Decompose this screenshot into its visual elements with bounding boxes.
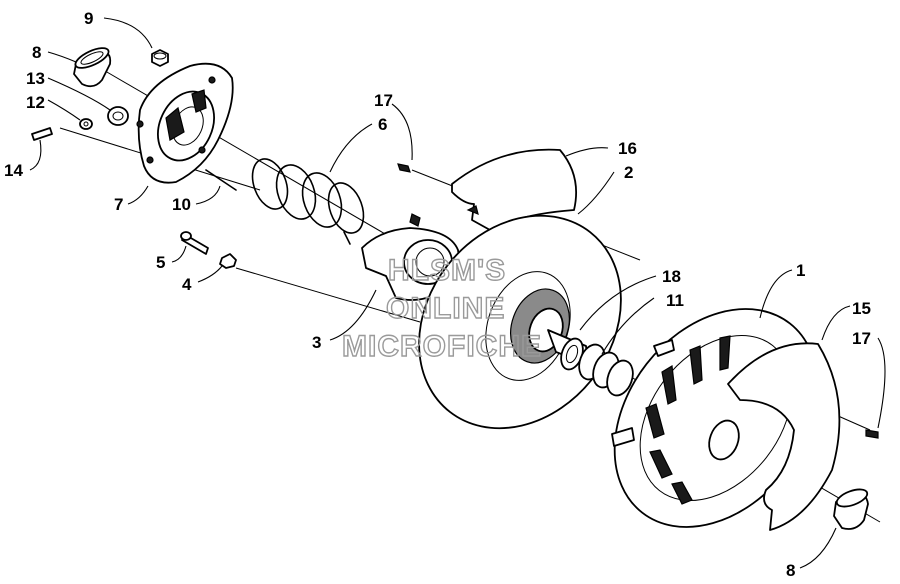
spring-part-6	[251, 158, 365, 245]
callout-17-right: 17	[852, 329, 871, 348]
callout-labels: 9 8 13 12 14 7 10 17 6 16 2 5 4 3 18 11 …	[4, 9, 871, 580]
callout-14: 14	[4, 161, 23, 180]
callout-15: 15	[852, 299, 871, 318]
screw-part-17-right	[865, 429, 879, 439]
callout-11: 11	[666, 291, 684, 310]
rod-part-10	[205, 169, 237, 191]
callout-17-top: 17	[374, 91, 393, 110]
cover-part-16	[451, 148, 577, 231]
callout-6: 6	[378, 115, 387, 134]
sheave-part-2	[418, 214, 622, 430]
watermark-line-3: MICROFICHE	[342, 330, 542, 363]
callout-9: 9	[84, 9, 93, 28]
pin-part-14	[31, 127, 53, 141]
callout-7: 7	[114, 195, 123, 214]
nut-part-4	[219, 253, 237, 269]
callout-16: 16	[618, 139, 637, 158]
bearing-part-8-top	[73, 47, 112, 88]
watermark-line-2: ONLINE	[386, 292, 505, 325]
bearing-part-8-bottom	[833, 488, 869, 530]
bushing-part-13	[107, 106, 129, 126]
cam-part-3	[361, 213, 460, 301]
spider-plate-part-7	[136, 62, 234, 184]
callout-5: 5	[156, 253, 165, 272]
rings-part-11	[578, 343, 634, 397]
nut-part-9	[151, 49, 169, 67]
leader-lines	[29, 17, 886, 569]
bolt-part-5	[180, 231, 209, 255]
callout-12: 12	[26, 93, 45, 112]
callout-8-bottom: 8	[786, 561, 795, 580]
callout-2: 2	[624, 163, 633, 182]
washer-part-12	[79, 118, 93, 130]
watermark-line-1: HLSM'S	[388, 254, 506, 287]
callout-13: 13	[26, 69, 45, 88]
callout-10: 10	[172, 195, 191, 214]
screw-part-17-top	[397, 163, 411, 173]
callout-18: 18	[662, 267, 681, 286]
cover-part-15	[727, 342, 841, 531]
callout-1: 1	[796, 261, 805, 280]
callout-8-top: 8	[32, 43, 41, 62]
callout-4: 4	[182, 275, 192, 294]
callout-3: 3	[312, 333, 321, 352]
watermark: HLSM'S ONLINE MICROFICHE	[341, 253, 542, 363]
